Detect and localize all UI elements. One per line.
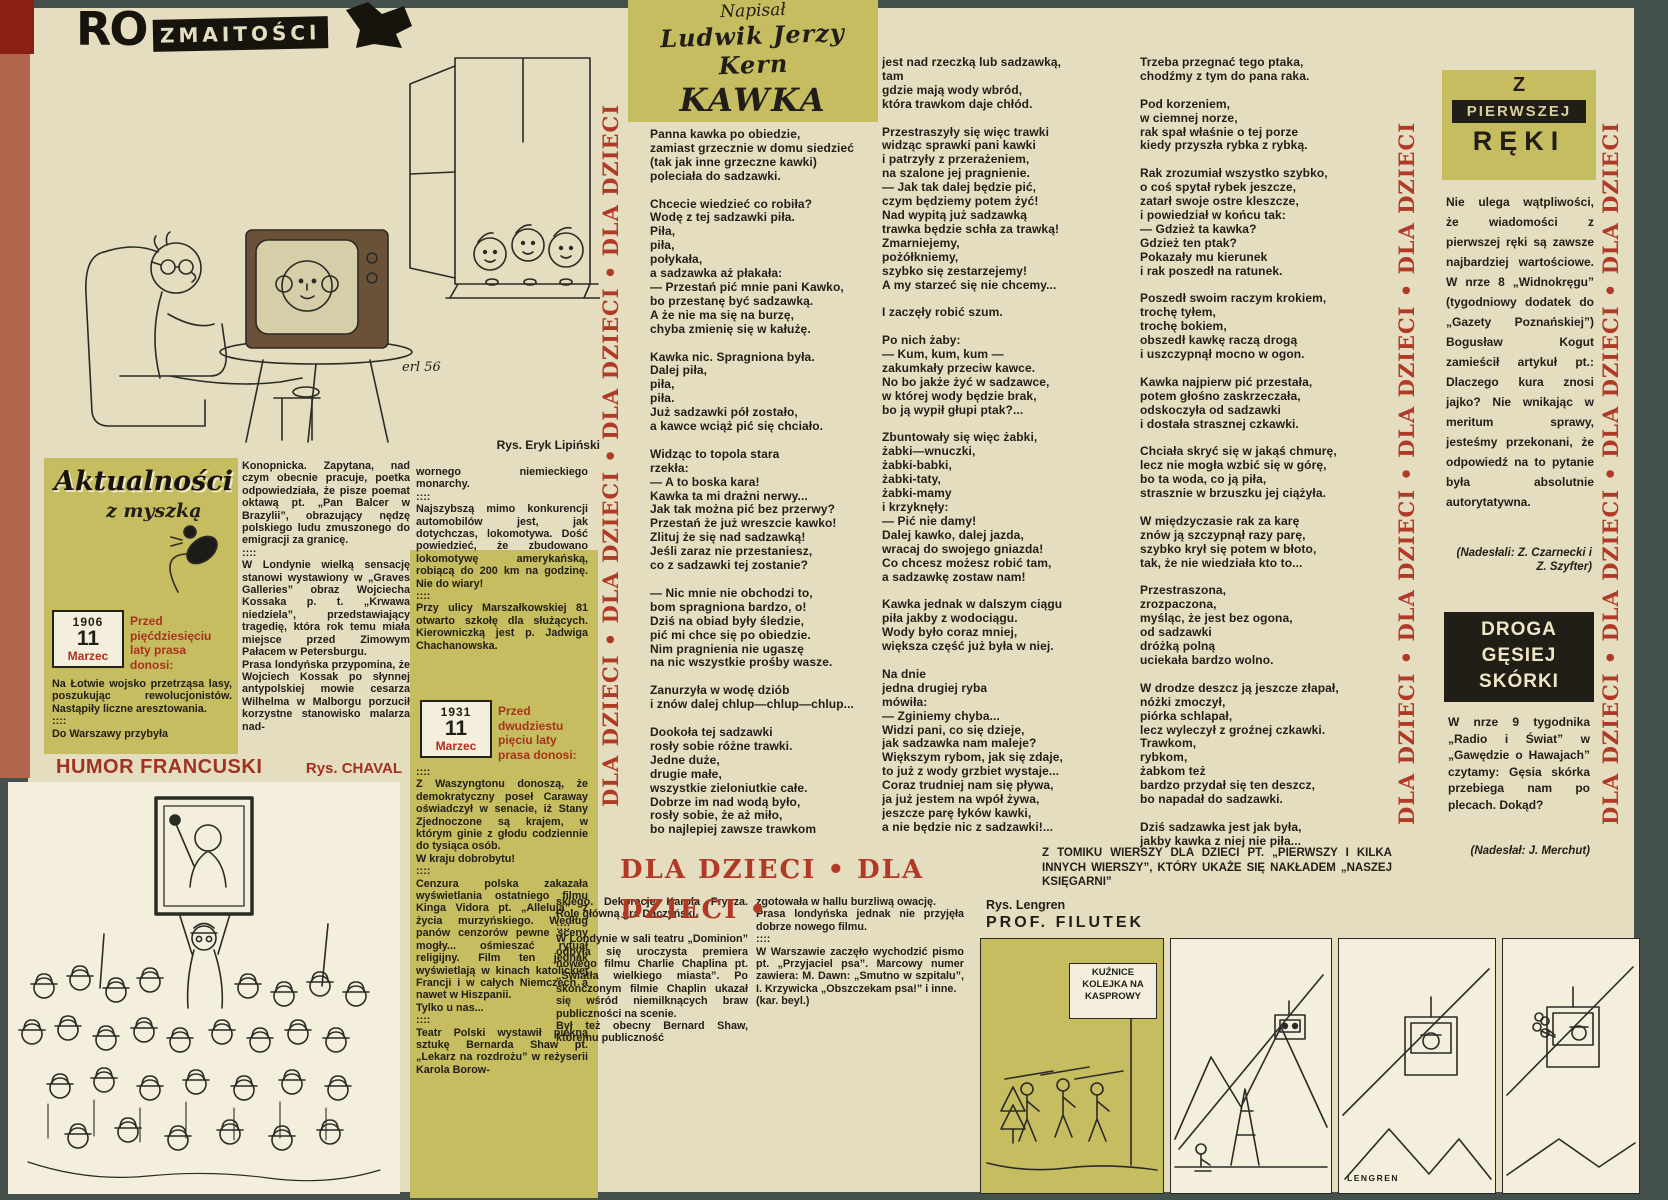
poem-author: Ludwik Jerzy Kern xyxy=(659,17,846,81)
filutek-byline: Rys. Lengren xyxy=(986,898,1066,912)
aktualnosci-subtitle: z myszką xyxy=(106,500,202,522)
datebox-1906-day: 11 xyxy=(76,627,100,650)
aktualnosci-panel xyxy=(44,458,238,754)
dla-dzieci-strip-bottom: DLA DZIECI • DLA DZIECI • xyxy=(620,855,925,925)
news-column-a: Konopnicka. Zapytana, nad czym obecnie p… xyxy=(242,460,410,733)
masthead: RO ZMAITOŚCI xyxy=(76,2,328,56)
dla-dzieci-strip-right-inner: DLA DZIECI • DLA DZIECI • DLA DZIECI • D… xyxy=(1394,121,1419,825)
poem-book-note: Z TOMIKU WIERSZY DLA DZIECI PT. „PIERWSZ… xyxy=(1042,847,1392,888)
pierwszej-reki-header: Z PIERWSZEJ RĘKI xyxy=(1442,70,1596,180)
aktualnosci-title: Aktualności xyxy=(54,466,234,497)
tv-cartoon-illustration xyxy=(85,57,600,443)
corner-accent-block xyxy=(0,0,34,54)
news-items-1906: Na Łotwie wojsko przetrząsa lasy, poszuk… xyxy=(52,678,232,740)
datebox-1931-month: Marzec xyxy=(435,739,477,753)
filutek-panel-1: KUŹNICE KOLEJKA NA KASPROWY xyxy=(980,938,1164,1194)
pierwszej-reki-z: Z xyxy=(1512,74,1526,96)
left-accent-strip xyxy=(0,0,30,778)
filutek-panel-4-illustration xyxy=(1506,966,1636,1176)
filutek-panel-1-illustration xyxy=(986,994,1158,1171)
humor-francuski-title: HUMOR FRANCUSKI xyxy=(56,756,263,778)
filutek-panel-2-illustration xyxy=(1174,974,1328,1172)
tv-cartoon-caption: Rys. Eryk Lipiński xyxy=(496,438,600,452)
gesia-skorka-credit: (Nadesłał: J. Merchut) xyxy=(1470,845,1591,857)
lead-1906: Przed pięćdziesięciu laty prasa donosi: xyxy=(130,614,212,672)
datebox-1931-day: 11 xyxy=(444,717,468,740)
pierwszej-reki-line2: PIERWSZEJ xyxy=(1452,100,1586,123)
news-column-d: zgotowała w hallu burzliwą owację. Prasa… xyxy=(756,896,964,1008)
humor-francuski-header: HUMOR FRANCUSKI Rys. CHAVAL xyxy=(56,756,402,779)
gesia-skorka-body: W nrze 9 tygodnika „Radio i Świat” w „Ga… xyxy=(1448,715,1590,812)
filutek-title: PROF. FILUTEK xyxy=(986,914,1145,931)
filutek-signature: LENGREN xyxy=(1347,1173,1400,1183)
datebox-1931-year: 1931 xyxy=(440,705,472,719)
filutek-panel-2 xyxy=(1170,938,1332,1194)
filutek-panel-3-illustration xyxy=(1342,968,1492,1180)
pierwszej-reki-line3: RĘKI xyxy=(1472,126,1566,156)
filutek-panel-3: LENGREN xyxy=(1338,938,1496,1194)
news-column-b-panel xyxy=(410,550,598,1198)
poem-title-line2: i SADZAWKA xyxy=(628,119,878,122)
datebox-1931: 1931 11 Marzec xyxy=(420,700,492,758)
poem-column-1: Panna kawka po obiedzie, zamiast grzeczn… xyxy=(650,128,855,837)
kasprowy-sign: KUŹNICE KOLEJKA NA KASPROWY xyxy=(1069,963,1157,1019)
gesia-skorka-header: DROGA GĘSIEJ SKÓRKI xyxy=(1444,612,1594,702)
poem-column-2: jest nad rzeczką lub sadzawką, tam gdzie… xyxy=(882,56,1063,834)
dla-dzieci-strip-right-outer: DLA DZIECI • DLA DZIECI • DLA DZIECI • D… xyxy=(1598,121,1623,825)
dla-dzieci-strip-left: DLA DZIECI • DLA DZIECI • DLA DZIECI • D… xyxy=(598,103,623,807)
mouse-illustration xyxy=(169,525,218,593)
pierwszej-reki-credit: (Nadesłali: Z. Czarnecki i Z. Szyfter) xyxy=(1456,547,1593,573)
news-column-b-top: wornego niemieckiego monarchy. :::: Najs… xyxy=(416,466,588,652)
datebox-1906-month: Marzec xyxy=(67,649,109,663)
chaval-cartoon xyxy=(8,782,400,1194)
lead-1931: Przed dwudziestu pięciu laty prasa donos… xyxy=(498,704,577,762)
crowd-illustration xyxy=(18,796,381,1182)
filutek-panel-4 xyxy=(1502,938,1640,1194)
poem-column-3: Trzeba przegnać tego ptaka, chodźmy z ty… xyxy=(1140,56,1339,848)
datebox-1906-year: 1906 xyxy=(72,615,104,629)
cartoon-signature: erl 56 xyxy=(402,360,441,375)
ink-blob-decoration xyxy=(346,2,412,48)
humor-francuski-byline: Rys. CHAVAL xyxy=(305,760,402,777)
datebox-1906: 1906 11 Marzec xyxy=(52,610,124,668)
poem-title-line1: KAWKA xyxy=(679,81,827,119)
news-column-c: skiego. Dekoracje Karola Frycza. Rolę gł… xyxy=(556,896,748,1045)
news-column-b-bottom: :::: Z Waszyngtonu donoszą, że demokraty… xyxy=(416,766,588,1076)
pierwszej-reki-body: Nie ulega wątpliwości, że wiadomości z p… xyxy=(1446,195,1594,509)
poem-header: Napisał Ludwik Jerzy Kern KAWKA i SADZAW… xyxy=(628,0,878,122)
masthead-big-letters: RO xyxy=(76,2,149,56)
